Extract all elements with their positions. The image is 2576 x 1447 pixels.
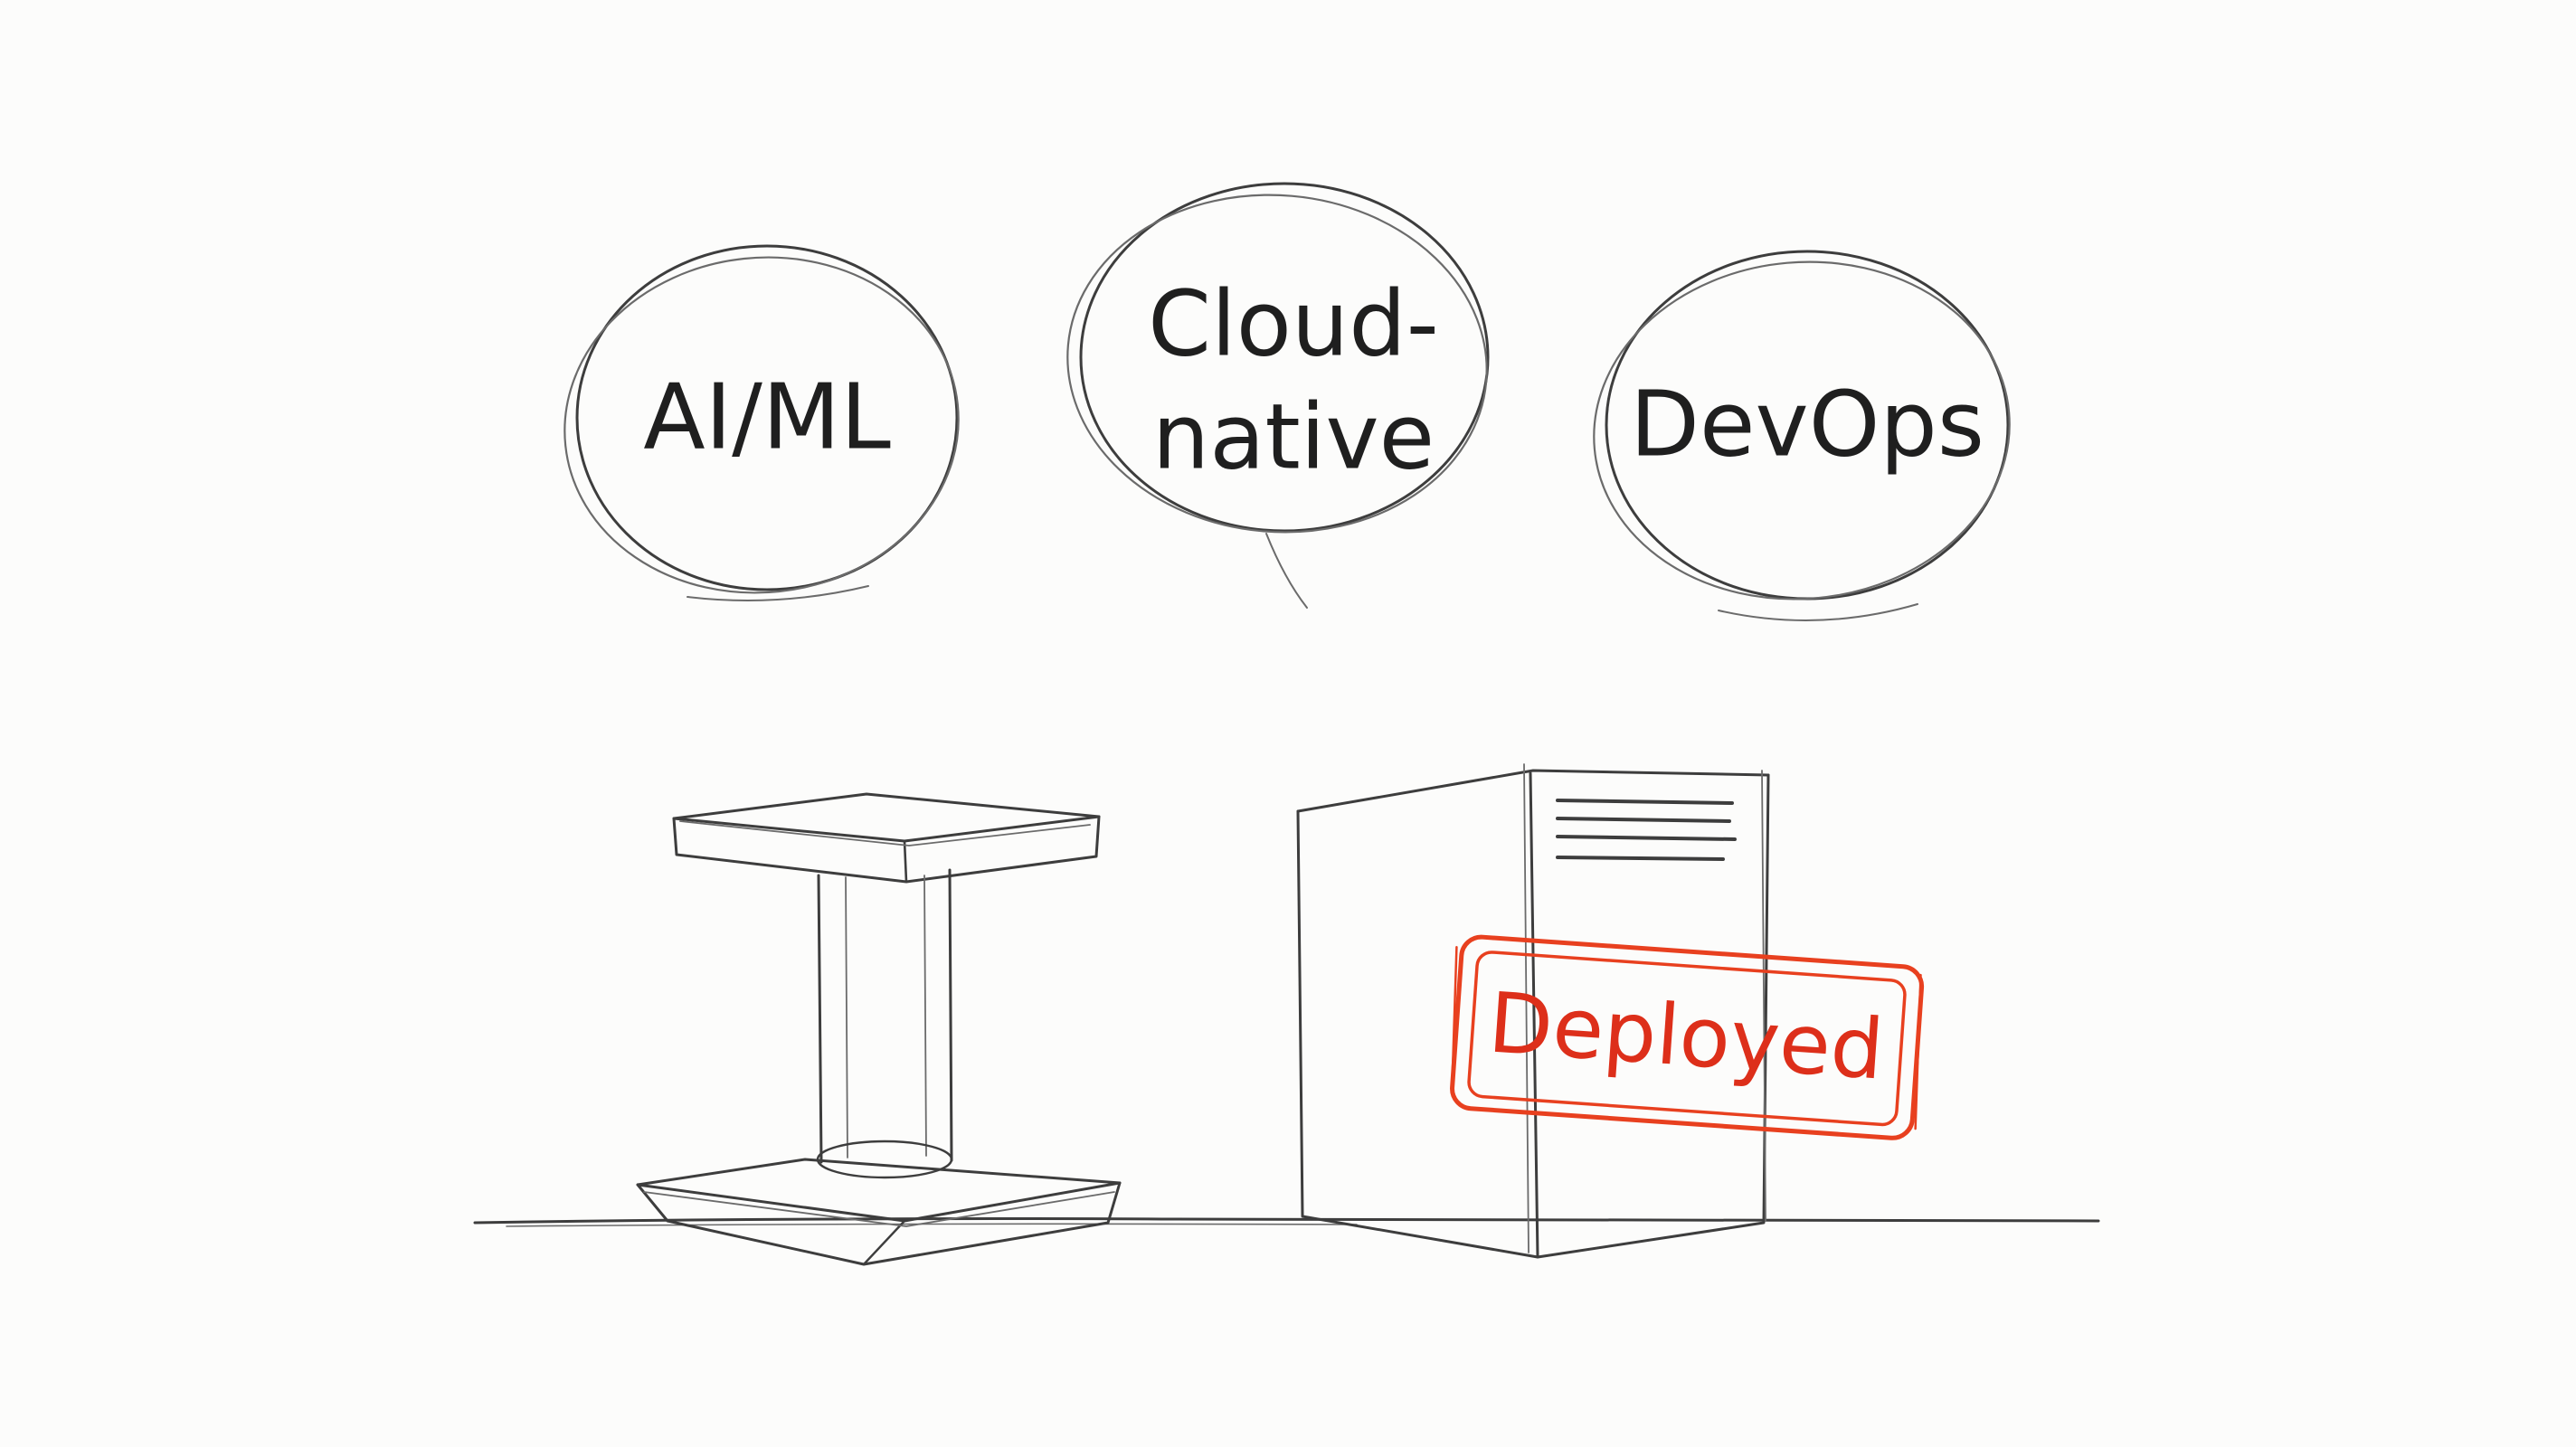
bubble-cloud-native-label-line1: Cloud- bbox=[1148, 270, 1439, 376]
empty-pedestal bbox=[636, 792, 1122, 1266]
ground-line bbox=[473, 1217, 2100, 1225]
bubble-devops: DevOps bbox=[1593, 250, 2011, 621]
server-box bbox=[1296, 763, 1770, 1259]
bubble-cloud-native-label-line2: native bbox=[1152, 383, 1435, 489]
deployed-stamp: Deployed bbox=[1450, 934, 1925, 1140]
bubble-devops-label: DevOps bbox=[1630, 371, 1984, 477]
bubble-ai-ml-label: AI/ML bbox=[643, 364, 891, 469]
bubble-cloud-native: Cloud- native bbox=[1066, 182, 1490, 609]
bubble-ai-ml: AI/ML bbox=[564, 244, 960, 601]
server-vent-lines bbox=[1556, 799, 1737, 861]
deployed-stamp-label: Deployed bbox=[1485, 974, 1887, 1098]
